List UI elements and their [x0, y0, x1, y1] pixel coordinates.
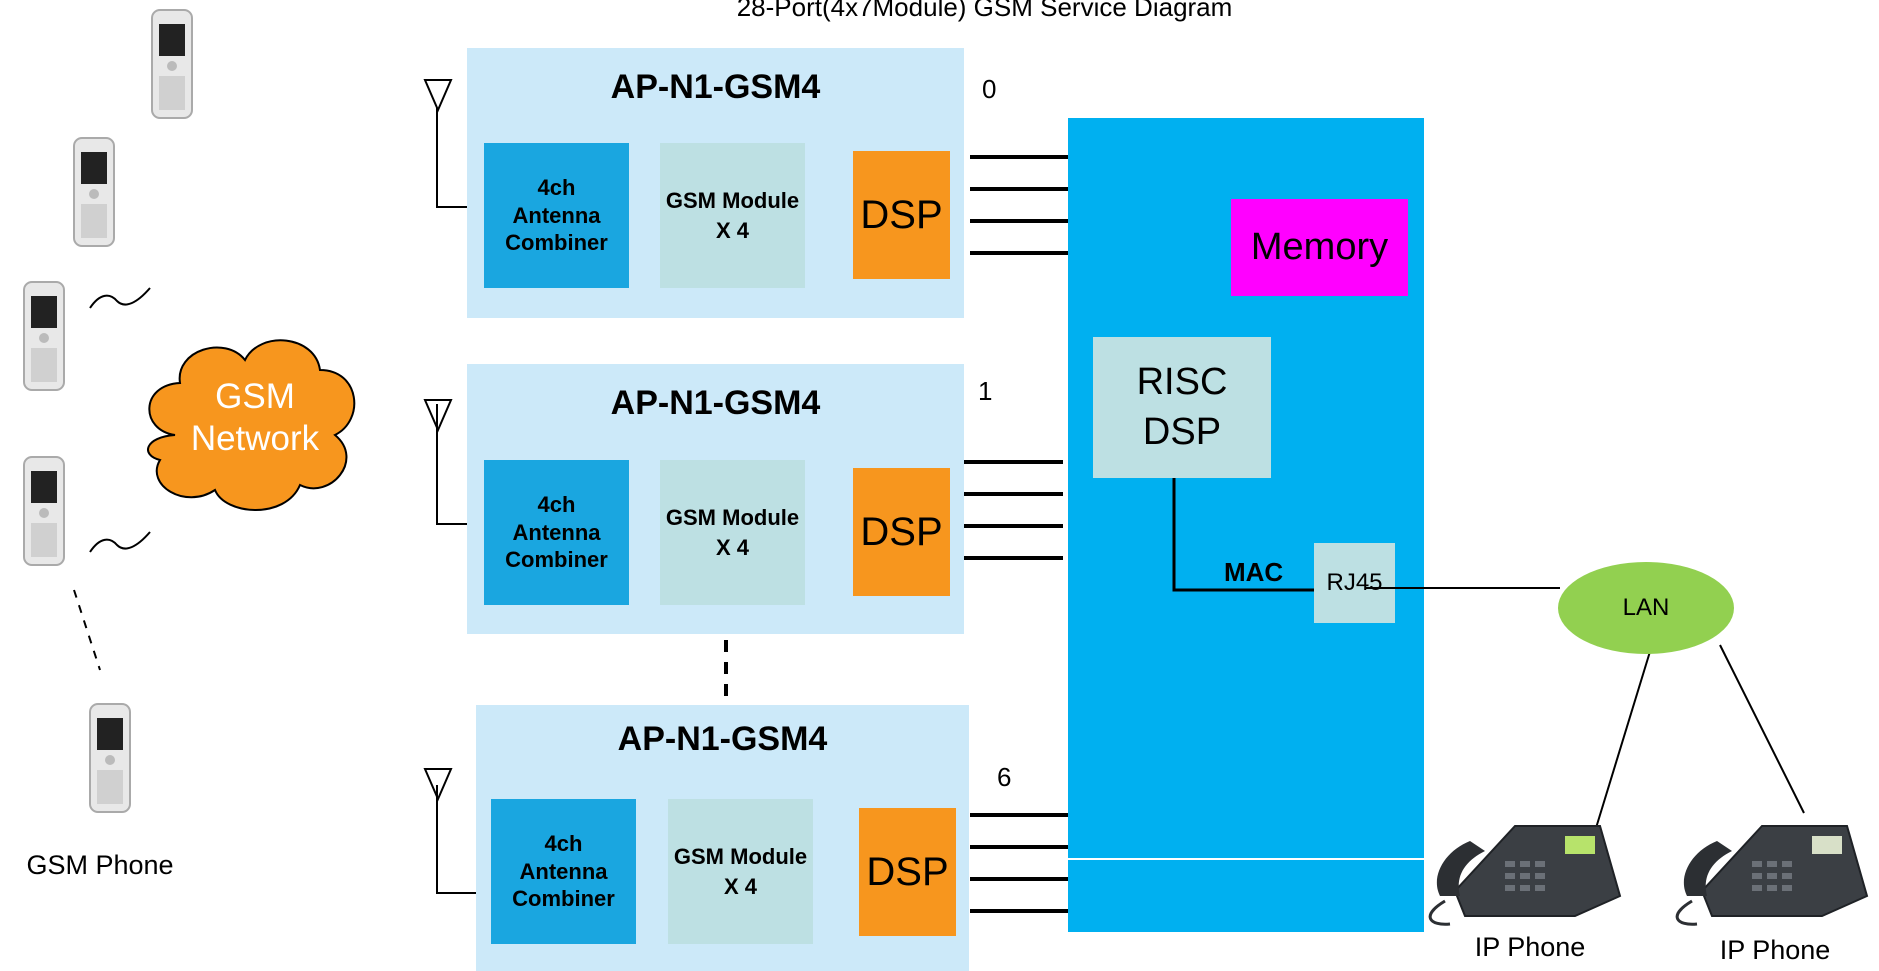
mobile-phone-icon — [151, 9, 193, 119]
mobile-phone-icon — [23, 281, 65, 391]
module-title: AP-N1-GSM4 — [610, 68, 821, 106]
diagram-title: 28-Port(4x7Module) GSM Service Diagram — [736, 0, 1233, 22]
antenna-icon — [423, 79, 453, 113]
mobile-phone-icon — [73, 137, 115, 247]
ip-phone-icon — [1428, 825, 1622, 926]
mobile-phone-icon — [89, 703, 131, 813]
gsm-network-label: GSM Network — [190, 376, 320, 458]
risc-dsp-box: RISC DSP — [1093, 337, 1271, 478]
dsp-box: DSP — [853, 468, 950, 596]
antenna-icon — [423, 768, 453, 802]
main-board-divider — [1068, 858, 1424, 860]
gsm-phone-caption: GSM Phone — [26, 850, 174, 880]
module-title: AP-N1-GSM4 — [617, 720, 828, 758]
gsm-network-cloud — [147, 339, 356, 511]
ip-phone-caption-right: IP Phone — [1719, 935, 1831, 965]
lan-ellipse — [1558, 562, 1734, 654]
gsm-module-box: GSM Module X 4 — [660, 143, 805, 288]
dsp-box: DSP — [853, 151, 950, 279]
dsp-box: DSP — [859, 808, 956, 936]
port-index: 1 — [978, 376, 993, 406]
gsm-module-box: GSM Module X 4 — [660, 460, 805, 605]
gsm-module-box: GSM Module X 4 — [668, 799, 813, 944]
antenna-feed-line-2 — [436, 785, 491, 894]
ip-phone-icon — [1675, 825, 1869, 926]
antenna-icon — [423, 399, 453, 433]
rj45-port: RJ45 — [1314, 543, 1395, 623]
antenna-combiner: 4ch Antenna Combiner — [491, 799, 636, 944]
port-index: 6 — [997, 762, 1012, 792]
mobile-phone-icon — [23, 456, 65, 566]
memory-box: Memory — [1231, 199, 1408, 296]
lan-label: LAN — [1622, 594, 1670, 621]
signal-wave-icon — [89, 287, 151, 309]
antenna-combiner: 4ch Antenna Combiner — [484, 460, 629, 605]
ip-phone-caption-left: IP Phone — [1474, 932, 1586, 962]
mac-label: MAC — [1224, 557, 1284, 587]
antenna-combiner: 4ch Antenna Combiner — [484, 143, 629, 288]
signal-wave-icon — [89, 531, 151, 553]
port-index: 0 — [982, 74, 997, 104]
module-title: AP-N1-GSM4 — [610, 384, 821, 422]
